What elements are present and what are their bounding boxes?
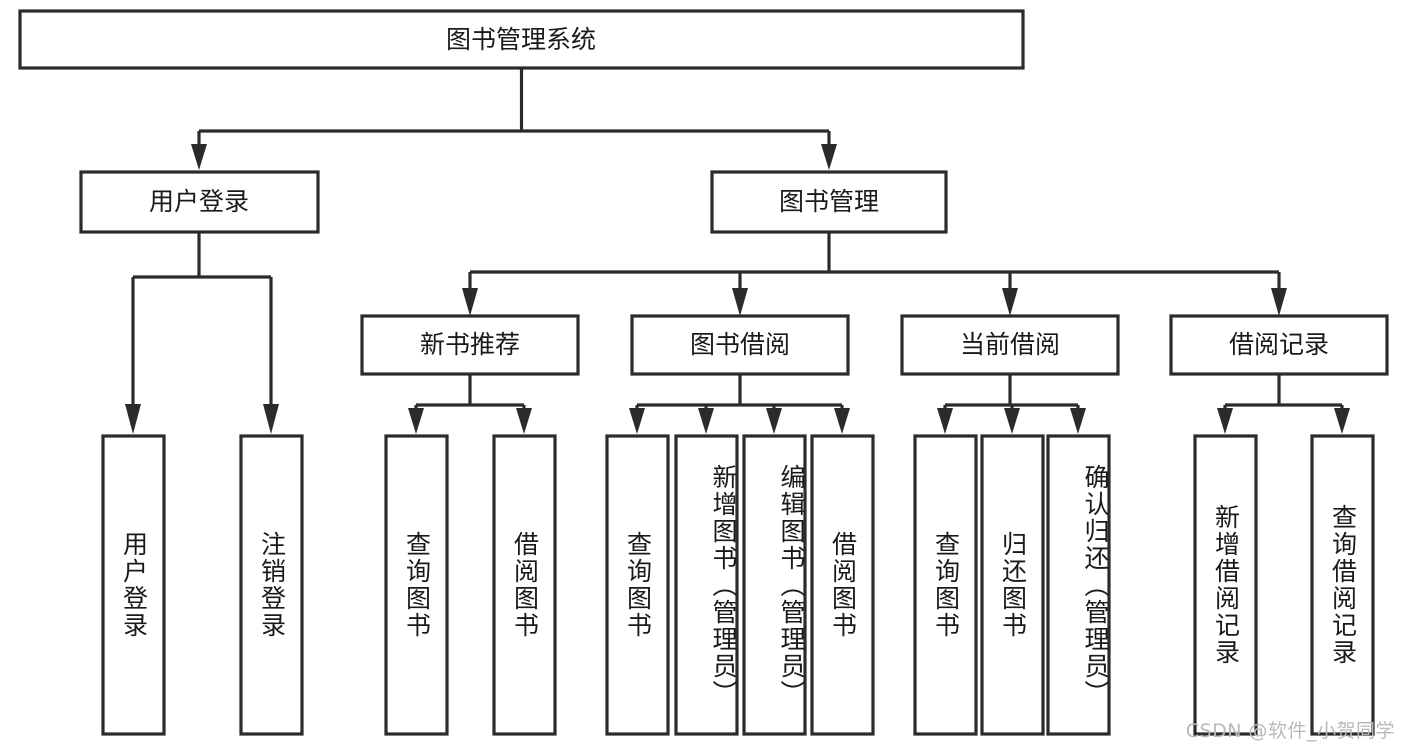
- arrowhead-new-book-recommend: [462, 288, 478, 316]
- arrowhead-leaf-borrow-book-2: [834, 408, 850, 434]
- arrowhead-book-manage: [821, 144, 837, 170]
- node-box-user-login[interactable]: [79, 170, 320, 234]
- arrowhead-leaf-edit-book: [766, 408, 782, 434]
- csdn-watermark: CSDN @软件_小贺同学: [1185, 720, 1395, 742]
- node-box-leaf-query-record[interactable]: [1310, 434, 1375, 736]
- arrowhead-book-borrow: [732, 288, 748, 316]
- label-borrow-record: 借阅记录: [1229, 330, 1329, 359]
- label-book-borrow: 图书借阅: [690, 330, 790, 359]
- node-box-leaf-edit-book[interactable]: [742, 434, 807, 736]
- arrowhead-leaf-query-book-3: [937, 408, 953, 434]
- node-box-new-book-recommend[interactable]: [360, 314, 580, 376]
- arrowhead-leaf-confirm-return: [1070, 408, 1086, 434]
- node-box-leaf-return-book[interactable]: [980, 434, 1045, 736]
- arrowhead-leaf-query-book-2: [629, 408, 645, 434]
- node-box-leaf-user-login[interactable]: [101, 434, 166, 736]
- arrowhead-leaf-query-book-1: [408, 408, 424, 434]
- arrowhead-leaf-user-login: [125, 404, 141, 434]
- label-layer: 图书管理系统 用户登录 图书管理 新书推荐 图书借阅 当前借阅 借阅记录: [149, 25, 1329, 359]
- node-box-leaf-confirm-return[interactable]: [1046, 434, 1111, 736]
- node-box-leaf-borrow-book-1[interactable]: [492, 434, 557, 736]
- arrowhead-user-login: [191, 144, 207, 170]
- label-current-borrow: 当前借阅: [960, 330, 1060, 359]
- node-box-leaf-logout-login[interactable]: [239, 434, 304, 736]
- node-box-root[interactable]: [18, 9, 1025, 70]
- node-box-leaf-query-book-3[interactable]: [913, 434, 978, 736]
- arrowhead-leaf-add-book: [698, 408, 714, 434]
- node-box-leaf-query-book-2[interactable]: [605, 434, 670, 736]
- label-new-book-recommend: 新书推荐: [420, 330, 520, 359]
- node-layer: [18, 9, 1389, 736]
- label-root: 图书管理系统: [446, 25, 596, 54]
- arrowhead-leaf-add-record: [1217, 408, 1233, 434]
- arrowhead-current-borrow: [1002, 288, 1018, 316]
- label-book-manage: 图书管理: [779, 187, 879, 216]
- arrowhead-borrow-record: [1271, 288, 1287, 316]
- arrowhead-leaf-borrow-book-1: [516, 408, 532, 434]
- node-box-leaf-query-book-1[interactable]: [384, 434, 449, 736]
- label-user-login: 用户登录: [149, 187, 249, 216]
- node-box-borrow-record[interactable]: [1169, 314, 1389, 376]
- node-box-book-manage[interactable]: [710, 170, 948, 234]
- node-box-current-borrow[interactable]: [900, 314, 1120, 376]
- arrowhead-leaf-return-book: [1004, 408, 1020, 434]
- node-box-leaf-borrow-book-2[interactable]: [810, 434, 875, 736]
- node-box-leaf-add-book[interactable]: [674, 434, 739, 736]
- arrowhead-leaf-logout-login: [263, 404, 279, 434]
- arrowhead-leaf-query-record: [1334, 408, 1350, 434]
- connector-layer: [125, 68, 1350, 434]
- node-box-book-borrow[interactable]: [630, 314, 850, 376]
- node-box-leaf-add-record[interactable]: [1193, 434, 1258, 736]
